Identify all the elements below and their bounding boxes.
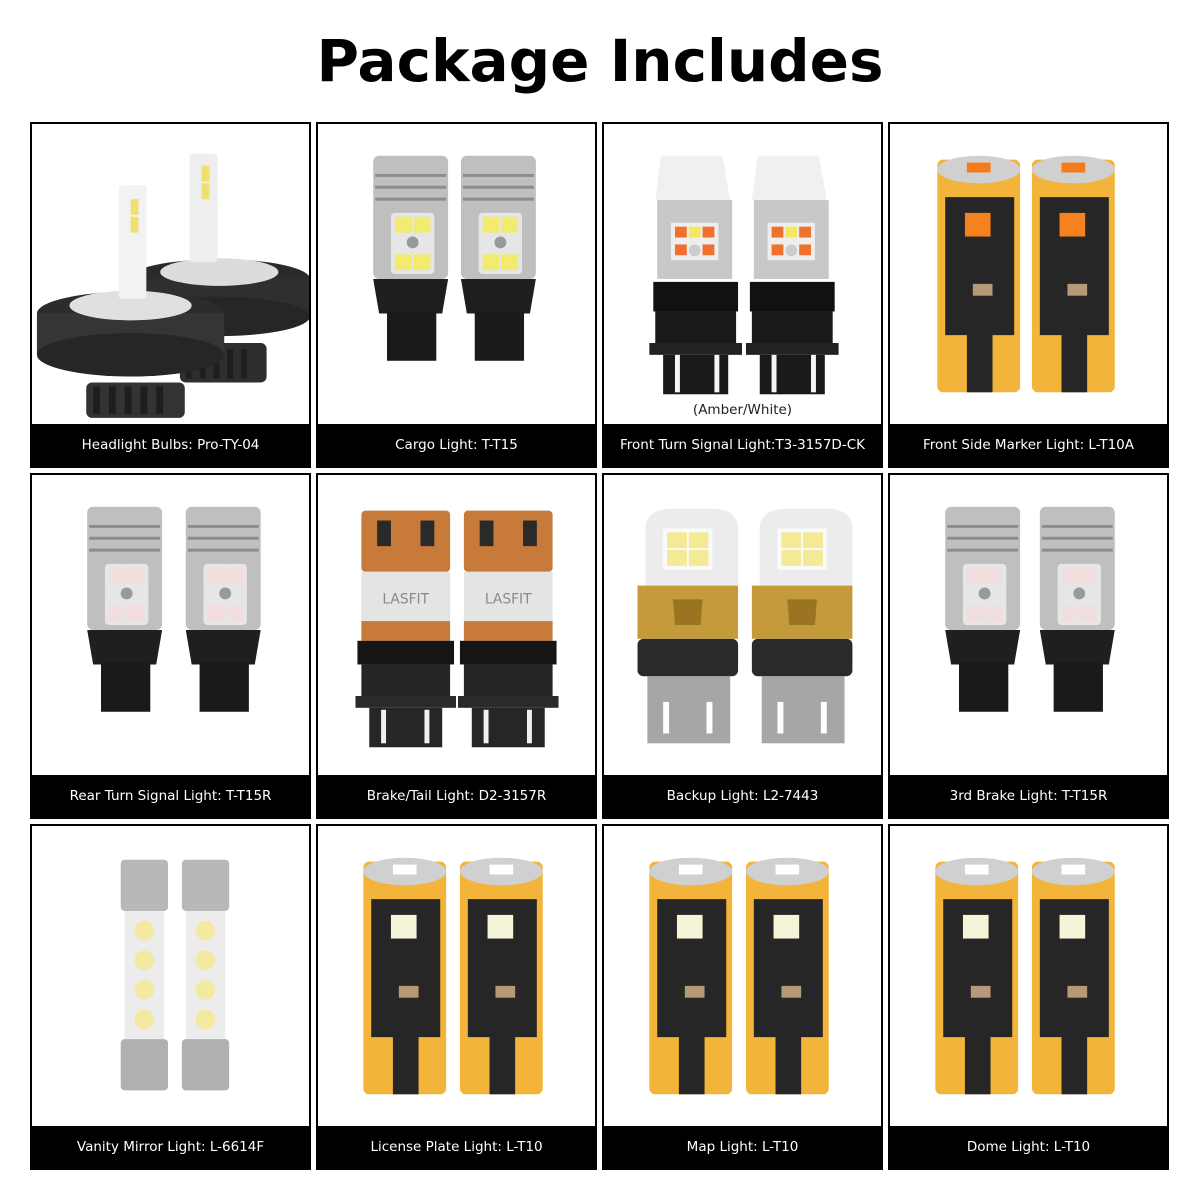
svg-text:LASFIT: LASFIT: [485, 591, 532, 607]
item-license-plate-light: License Plate Light: L-T10: [316, 824, 597, 1170]
item-cargo-light: Cargo Light: T-T15: [316, 122, 597, 468]
item-headlight-bulbs: Headlight Bulbs: Pro-TY-04: [30, 122, 311, 468]
page-title: Package Includes: [316, 27, 884, 95]
item-front-turn-signal: (Amber/White) Front Turn Signal Light:T3…: [602, 122, 883, 468]
t15-red-bulb-icon: [945, 506, 1115, 712]
item-caption: Brake/Tail Light: D2-3157R: [318, 775, 595, 817]
item-caption: Vanity Mirror Light: L-6614F: [32, 1126, 309, 1168]
item-brake-tail-light: LASFIT LASFIT Brake/Tail Li: [316, 473, 597, 819]
item-caption: 3rd Brake Light: T-T15R: [890, 775, 1167, 817]
festoon-bulb-icon: [120, 859, 230, 1091]
svg-text:LASFIT: LASFIT: [382, 591, 429, 607]
item-dome-light: Dome Light: L-T10: [888, 824, 1169, 1170]
item-vanity-mirror-light: Vanity Mirror Light: L-6614F: [30, 824, 311, 1170]
t10-bulb-icon: [937, 155, 1115, 393]
color-note: (Amber/White): [692, 402, 793, 418]
item-caption: Front Turn Signal Light:T3-3157D-CK: [604, 424, 881, 466]
t15-bulb-icon: [373, 155, 536, 361]
item-caption: Cargo Light: T-T15: [318, 424, 595, 466]
item-caption: Backup Light: L2-7443: [604, 775, 881, 817]
item-caption: Headlight Bulbs: Pro-TY-04: [32, 424, 309, 466]
3157-bulb-icon: [649, 155, 839, 395]
item-caption: Map Light: L-T10: [604, 1126, 881, 1168]
package-grid: Headlight Bulbs: Pro-TY-04: [30, 122, 1170, 1170]
t10-white-bulb-icon: [649, 857, 829, 1095]
item-3rd-brake-light: 3rd Brake Light: T-T15R: [888, 473, 1169, 819]
item-front-side-marker: Front Side Marker Light: L-T10A: [888, 122, 1169, 468]
item-caption: Front Side Marker Light: L-T10A: [890, 424, 1167, 466]
3157-copper-bulb-icon: LASFIT LASFIT: [355, 510, 559, 748]
t10-white-bulb-icon: [935, 857, 1115, 1095]
t10-white-bulb-icon: [363, 857, 543, 1095]
item-caption: Rear Turn Signal Light: T-T15R: [32, 775, 309, 817]
item-backup-light: Backup Light: L2-7443: [602, 473, 883, 819]
t15-red-bulb-icon: [87, 506, 261, 712]
headlight-bulb-icon: [36, 153, 309, 418]
item-map-light: Map Light: L-T10: [602, 824, 883, 1170]
7443-bulb-icon: [637, 508, 853, 744]
item-caption: Dome Light: L-T10: [890, 1126, 1167, 1168]
item-caption: License Plate Light: L-T10: [318, 1126, 595, 1168]
item-rear-turn-signal: Rear Turn Signal Light: T-T15R: [30, 473, 311, 819]
